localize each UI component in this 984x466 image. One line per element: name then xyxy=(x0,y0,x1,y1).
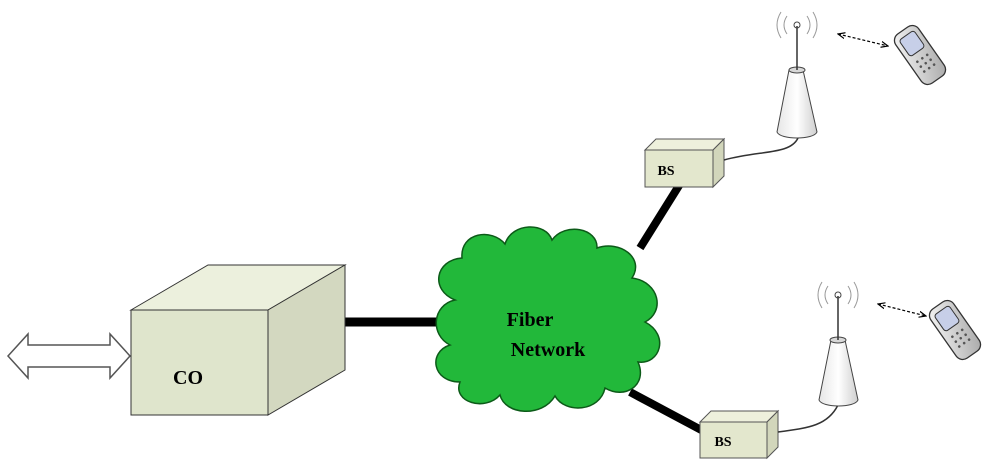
fiber-network-cloud: Fiber Network xyxy=(435,226,661,412)
mobile-phone-top-icon xyxy=(893,24,947,86)
external-link-double-arrow xyxy=(6,332,132,380)
cable-bottom xyxy=(777,404,839,433)
mobile-phone-bottom-icon xyxy=(928,299,982,361)
bs-bottom-label: BS xyxy=(714,435,731,450)
central-office-box: CO xyxy=(129,264,347,416)
antenna-tower-bottom xyxy=(817,281,859,407)
cloud-to-bs-top-link xyxy=(636,181,684,251)
wireless-link-bottom xyxy=(878,304,926,316)
fiber-links xyxy=(345,181,707,436)
wireless-link-top xyxy=(838,34,888,46)
antenna-bottom-tip-icon xyxy=(834,291,842,299)
cloud-label-line2: Network xyxy=(511,339,586,361)
cloud-label-line1: Fiber xyxy=(507,309,554,331)
cable-top xyxy=(723,137,799,161)
base-station-bottom: BS xyxy=(698,409,780,460)
base-station-top: BS xyxy=(643,137,726,189)
antenna-tower-top xyxy=(776,11,818,139)
cloud-to-bs-bottom-link xyxy=(628,388,707,436)
bs-top-label: BS xyxy=(657,164,674,179)
co-label: CO xyxy=(173,367,203,389)
antenna-top-tip-icon xyxy=(793,21,801,29)
